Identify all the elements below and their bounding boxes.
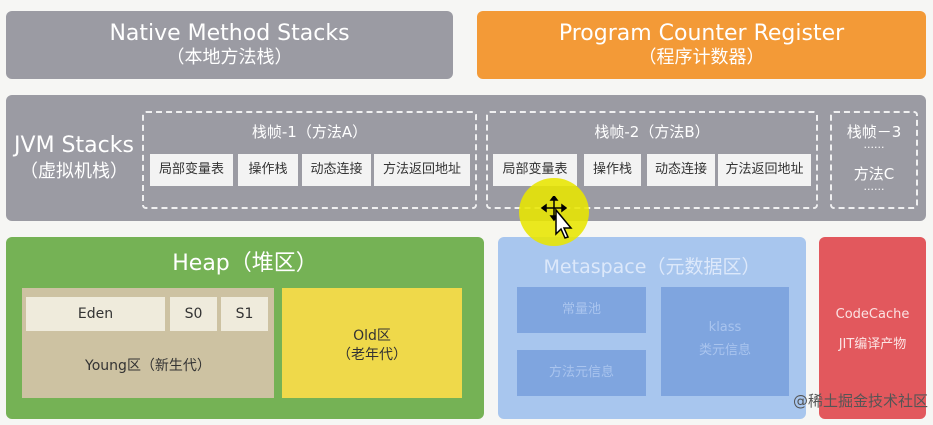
frame1-operand-stack: 操作栈 (238, 154, 298, 186)
jvm-stacks-subtitle: （虚拟机栈） (20, 161, 128, 182)
codecache-block (819, 237, 926, 419)
program-counter-register-title: Program Counter Register (558, 21, 845, 46)
stack-frame-3-dots-top: ...... (863, 138, 885, 151)
frame2-return-address: 方法返回地址 (718, 154, 811, 186)
move-cursor-icon (540, 194, 576, 242)
frame1-return-address: 方法返回地址 (374, 154, 470, 186)
survivor-s1: S1 (221, 297, 268, 331)
stack-frame-3 (830, 111, 918, 209)
klass-metadata: klass 类元信息 (661, 287, 789, 396)
program-counter-register-block: Program Counter Register （程序计数器） (477, 11, 926, 79)
program-counter-register-subtitle: （程序计数器） (638, 47, 765, 68)
stack-frame-3-method: 方法C (853, 165, 895, 183)
stack-frame-3-title: 栈帧－3 (846, 123, 902, 141)
s0-label: S0 (184, 306, 203, 322)
old-generation-label: Old区 (353, 328, 391, 344)
frame2-dynamic-linking: 动态连接 (647, 154, 715, 186)
native-method-stacks-subtitle: （本地方法栈） (166, 47, 293, 68)
klass-label: klass (708, 320, 742, 335)
survivor-s0: S0 (170, 297, 217, 331)
method-metadata-label: 方法元信息 (548, 365, 614, 380)
klass-sublabel: 类元信息 (698, 343, 751, 358)
eden-space: Eden (26, 297, 165, 331)
eden-label: Eden (77, 306, 114, 322)
codecache-title: CodeCache (835, 307, 910, 322)
old-generation-sublabel: （老年代） (337, 347, 407, 363)
frame1-dynamic-linking: 动态连接 (302, 154, 371, 186)
frame1-local-variables: 局部变量表 (150, 154, 233, 186)
method-metadata: 方法元信息 (517, 350, 646, 396)
stack-frame-1-title: 栈帧-1（方法A） (251, 123, 368, 141)
stack-frame-2-title: 栈帧-2（方法B） (594, 123, 710, 141)
codecache-subtitle: JIT编译产物 (838, 337, 907, 352)
stack-frame-3-dots-bottom: ...... (863, 180, 885, 193)
old-generation-area (282, 288, 462, 398)
native-method-stacks-block: Native Method Stacks （本地方法栈） (6, 11, 453, 79)
constant-pool-label: 常量池 (561, 302, 601, 317)
constant-pool: 常量池 (517, 287, 646, 333)
young-generation-label: Young区（新生代） (85, 358, 211, 374)
stack-frame-2 (486, 111, 818, 209)
jvm-stacks-label: JVM Stacks （虚拟机栈） (6, 133, 142, 183)
frame2-operand-stack: 操作栈 (584, 154, 641, 186)
jvm-stacks-title: JVM Stacks (14, 133, 134, 158)
watermark: @稀土掘金技术社区 (792, 392, 928, 410)
heap-title: Heap（堆区） (172, 251, 318, 276)
stack-frame-1 (142, 111, 477, 209)
metaspace-title: Metaspace（元数据区） (543, 256, 761, 278)
native-method-stacks-title: Native Method Stacks (109, 21, 350, 46)
s1-label: S1 (235, 306, 254, 322)
